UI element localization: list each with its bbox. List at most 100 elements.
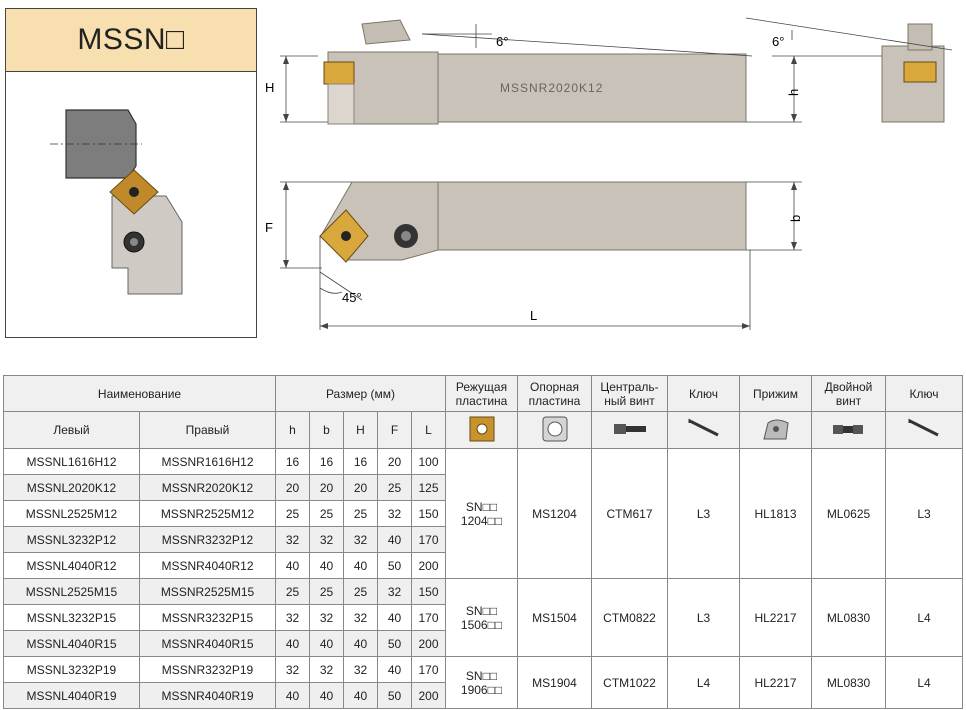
shank-side	[437, 53, 747, 123]
cell-F: 50	[377, 630, 412, 657]
hex-key-icon-2	[885, 411, 963, 449]
cell-key1: L4	[667, 656, 740, 709]
cell-right: MSSNR2020K12	[139, 474, 276, 501]
center-screw-icon	[591, 411, 668, 449]
cell-insert: SN□□1204□□	[445, 448, 518, 579]
hdr-key1: Ключ	[667, 375, 740, 412]
cell-b: 32	[309, 604, 344, 631]
dim-b-label: b	[788, 215, 803, 222]
holder-shape	[111, 195, 183, 295]
schematic-panel	[5, 72, 257, 338]
hdr-b: b	[309, 411, 344, 449]
hdr-center-screw: Централь-ный винт	[591, 375, 668, 412]
cell-left: MSSNL3232P15	[3, 604, 140, 631]
cell-H: 40	[343, 630, 378, 657]
hdr-key2: Ключ	[885, 375, 963, 412]
cell-right: MSSNR4040R12	[139, 552, 276, 579]
cell-h: 20	[275, 474, 310, 501]
cell-L: 200	[411, 552, 446, 579]
dim-L-label: L	[530, 308, 537, 323]
cell-key1: L3	[667, 448, 740, 579]
cell-key1: L3	[667, 578, 740, 657]
cell-shim: MS1204	[517, 448, 592, 579]
cell-right: MSSNR3232P19	[139, 656, 276, 683]
cell-left: MSSNL3232P19	[3, 656, 140, 683]
clamp-screw-hex	[130, 238, 138, 246]
cell-L: 125	[411, 474, 446, 501]
cell-left: MSSNL1616H12	[3, 448, 140, 475]
cell-F: 50	[377, 682, 412, 709]
cell-h: 40	[275, 682, 310, 709]
cell-right: MSSNR3232P15	[139, 604, 276, 631]
cell-L: 150	[411, 500, 446, 527]
cell-h: 32	[275, 656, 310, 683]
cell-left: MSSNL3232P12	[3, 526, 140, 553]
cell-key2: L4	[885, 656, 963, 709]
cell-b: 20	[309, 474, 344, 501]
cell-b: 16	[309, 448, 344, 475]
cell-clamp: HL2217	[739, 656, 812, 709]
hdr-H: H	[343, 411, 378, 449]
angle-top-left: 6°	[496, 34, 508, 49]
dim-h-label: h	[786, 89, 801, 96]
cell-F: 40	[377, 656, 412, 683]
cell-L: 170	[411, 526, 446, 553]
cell-H: 25	[343, 500, 378, 527]
cell-h: 40	[275, 552, 310, 579]
cell-left: MSSNL4040R19	[3, 682, 140, 709]
angle-top-right: 6°	[772, 34, 784, 49]
cell-b: 25	[309, 500, 344, 527]
cell-H: 16	[343, 448, 378, 475]
cell-h: 25	[275, 578, 310, 605]
cell-H: 25	[343, 578, 378, 605]
cell-left: MSSNL4040R12	[3, 552, 140, 579]
cell-clamp: HL2217	[739, 578, 812, 657]
side-view: H MSSNR2020K12 6° 6° h	[265, 17, 953, 125]
hdr-size: Размер (мм)	[275, 375, 446, 412]
cell-L: 170	[411, 656, 446, 683]
end-view	[881, 45, 945, 123]
cell-center-screw: CTM617	[591, 448, 668, 579]
cell-b: 25	[309, 578, 344, 605]
cell-b: 40	[309, 682, 344, 709]
cell-F: 50	[377, 552, 412, 579]
cell-insert: SN□□1906□□	[445, 656, 518, 709]
cell-b: 32	[309, 656, 344, 683]
cell-clamp: HL1813	[739, 448, 812, 579]
cell-right: MSSNR2525M15	[139, 578, 276, 605]
cell-F: 40	[377, 604, 412, 631]
hdr-h: h	[275, 411, 310, 449]
cell-H: 40	[343, 682, 378, 709]
shank-engraving: MSSNR2020K12	[500, 81, 603, 95]
product-title: MSSN□	[5, 8, 257, 72]
cell-H: 32	[343, 526, 378, 553]
hdr-F: F	[377, 411, 412, 449]
cell-h: 40	[275, 630, 310, 657]
hdr-clamp: Прижим	[739, 375, 812, 412]
machining-schematic	[50, 109, 183, 295]
cell-right: MSSNR3232P12	[139, 526, 276, 553]
cell-left: MSSNL2020K12	[3, 474, 140, 501]
cell-b: 40	[309, 630, 344, 657]
cell-H: 32	[343, 604, 378, 631]
cell-L: 200	[411, 630, 446, 657]
cell-double-screw: ML0830	[811, 656, 886, 709]
cell-H: 40	[343, 552, 378, 579]
cell-left: MSSNL2525M12	[3, 500, 140, 527]
dim-F-label: F	[265, 220, 273, 235]
double-screw-icon	[811, 411, 886, 449]
cell-F: 20	[377, 448, 412, 475]
cell-H: 32	[343, 656, 378, 683]
hdr-right: Правый	[139, 411, 276, 449]
cell-key2: L3	[885, 448, 963, 579]
shim-icon	[517, 411, 592, 449]
